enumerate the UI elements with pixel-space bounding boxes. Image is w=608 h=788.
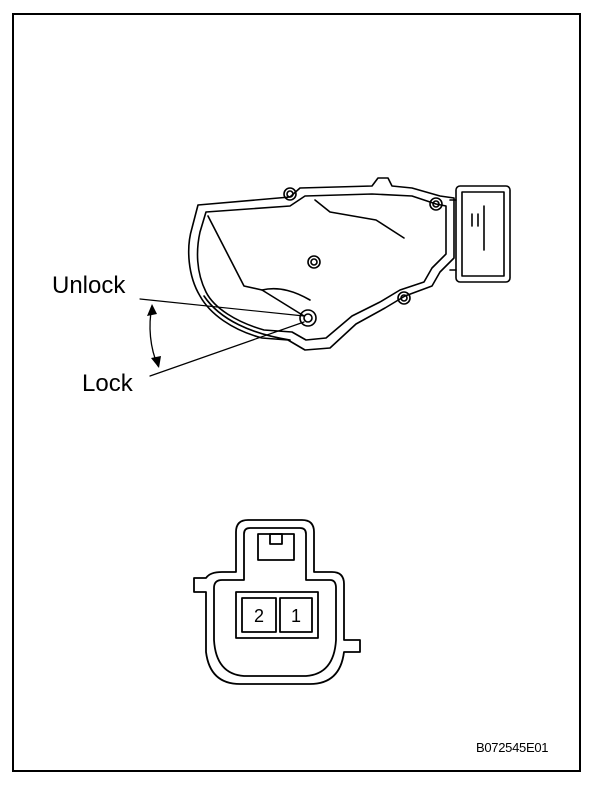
- pin-cell-1: [279, 597, 313, 633]
- pin-cell-2: [241, 597, 277, 633]
- pin-label-1: 1: [291, 606, 301, 626]
- pin-label-2: 2: [254, 606, 264, 626]
- connector-pin-frame: [235, 591, 319, 639]
- mount-hole: [429, 197, 443, 211]
- lock-leader-line: [149, 321, 305, 377]
- mount-hole: [397, 291, 411, 305]
- actuator-inner-outline: [196, 193, 447, 341]
- unlock-label: Unlock: [52, 272, 126, 299]
- lever-sector: [207, 215, 305, 317]
- center-hole: [307, 255, 321, 269]
- pivot: [299, 309, 317, 327]
- connector-housing-inner: [213, 527, 337, 677]
- connector-latch: [257, 533, 295, 561]
- connector-housing-outer: [193, 519, 361, 685]
- mount-hole: [283, 187, 297, 201]
- lever-edge: [314, 199, 405, 239]
- actuator-connector: [455, 185, 511, 283]
- unlock-leader-line: [139, 298, 305, 317]
- lock-label: Lock: [82, 370, 133, 397]
- lever-arc: [203, 295, 291, 341]
- diagram-frame: [12, 13, 581, 772]
- figure-id: B072545E01: [476, 740, 549, 755]
- actuator-body: [187, 177, 455, 351]
